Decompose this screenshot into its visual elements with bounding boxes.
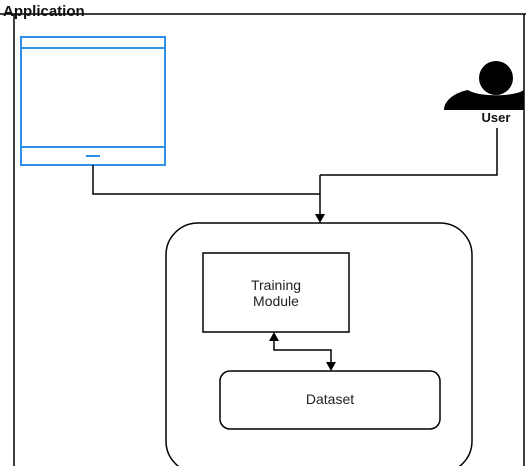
user-label: User: [481, 110, 511, 125]
dataset-label: Dataset: [305, 391, 355, 407]
training-module-label: Training Module: [250, 277, 302, 310]
mobile-device-icon: [20, 36, 166, 166]
device-connector-line: [92, 165, 320, 195]
merged-arrowhead: [315, 214, 325, 223]
training-dataset-connector: [273, 340, 332, 363]
dataset-box: [219, 370, 441, 430]
application-title: Application: [3, 3, 85, 20]
user-connector-line: [320, 128, 498, 176]
user-icon: [444, 61, 524, 110]
training-module-box: [202, 252, 350, 333]
training-up-arrowhead: [269, 332, 279, 341]
dataset-down-arrowhead: [326, 362, 336, 371]
